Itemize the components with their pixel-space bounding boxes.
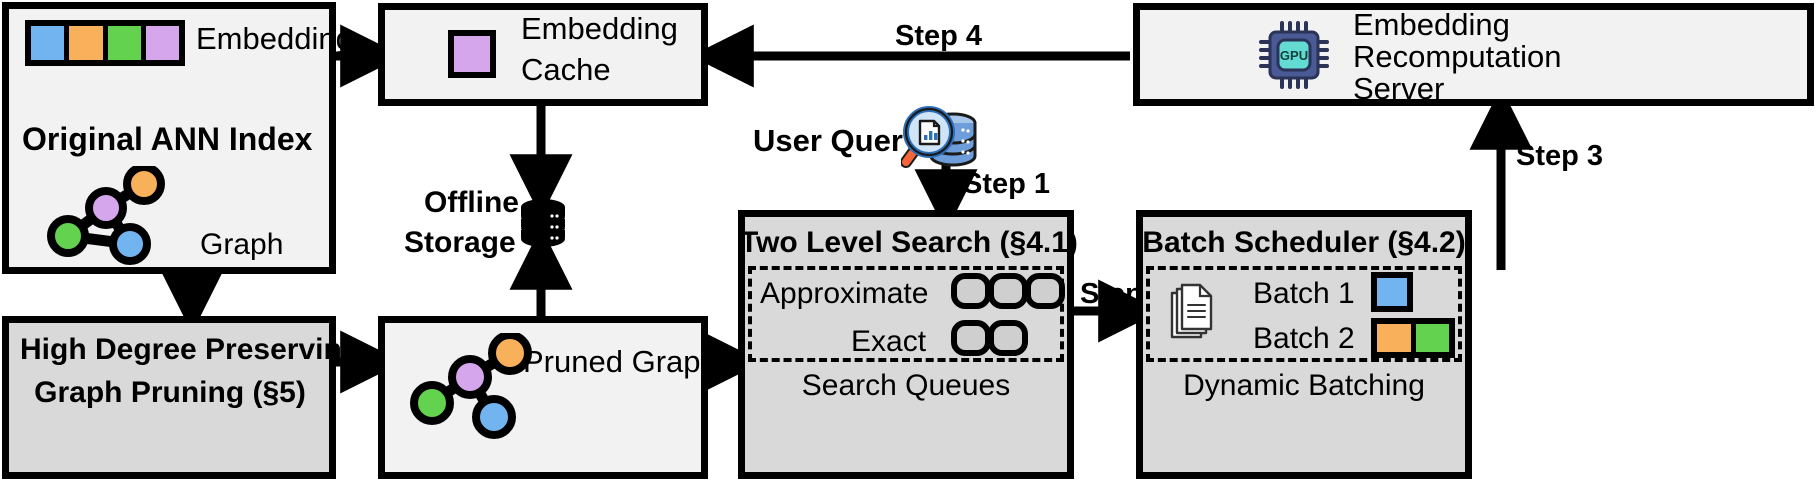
batch-scheduler-box: [1136, 210, 1472, 479]
database-icon: [521, 199, 565, 247]
embedding-swatch-green: [107, 26, 146, 60]
exact-queue-block-2[interactable]: [988, 320, 1028, 356]
batch-2-swatch-green: [1415, 324, 1449, 352]
batch-1-label: Batch 1: [1253, 277, 1355, 310]
step-1-label: Step 1: [963, 168, 1051, 200]
graph-pruning-line-1: High Degree Preserving: [20, 333, 361, 366]
embedding-swatch-orange: [69, 26, 108, 60]
embedding-swatch-purple: [145, 26, 179, 60]
batch-1-swatch-blue: [1371, 272, 1413, 312]
embedding-cache-line-1: Embedding: [521, 11, 678, 46]
graph-pruning-box: [2, 316, 336, 479]
batch-2-label: Batch 2: [1253, 322, 1355, 355]
step-4-label: Step 4: [895, 20, 983, 52]
offline-storage-line-1: Offline: [424, 186, 519, 219]
embedding-cache-line-2: Cache: [521, 52, 611, 87]
approximate-queue-block-2[interactable]: [988, 273, 1028, 309]
exact-row-label: Exact: [851, 325, 927, 358]
search-queues-dashed-container: [748, 266, 1064, 362]
embedding-swatch-strip: [25, 20, 185, 66]
batch-scheduler-title: Batch Scheduler (§4.2): [1142, 226, 1466, 259]
recomputation-server-line-3: Server: [1353, 71, 1445, 106]
embedding-cache-swatch-icon: [448, 30, 496, 78]
offline-storage-line-2: Storage: [404, 226, 516, 259]
dynamic-batching-footer: Dynamic Batching: [1183, 369, 1425, 402]
recomputation-server-line-1: Embedding: [1353, 7, 1510, 42]
ann-index-graph-icon: [47, 166, 165, 265]
dynamic-batching-dashed-container: [1146, 266, 1462, 362]
batch-2-swatch-orange: [1377, 324, 1416, 352]
embedding-label: Embedding: [196, 21, 353, 56]
approximate-row-label: Approximate: [760, 277, 929, 310]
recomputation-server-line-2: Recomputation: [1353, 39, 1562, 74]
step-3-label: Step 3: [1516, 140, 1604, 172]
documents-icon: [1170, 283, 1213, 339]
pruned-graph-icon: [410, 333, 532, 439]
search-queues-footer: Search Queues: [801, 369, 1011, 402]
embedding-swatch-blue: [31, 26, 70, 60]
original-ann-index-title: Original ANN Index: [22, 121, 313, 157]
recomputation-server-box: [1133, 3, 1814, 106]
approximate-queue-block-1[interactable]: [951, 273, 991, 309]
graph-label: Graph: [200, 228, 284, 261]
gpu-chip-icon: GPU: [1259, 21, 1329, 89]
exact-queue-block-1[interactable]: [951, 320, 991, 356]
batch-2-swatch-group: [1371, 318, 1455, 358]
user-query-label: User Query: [753, 123, 921, 158]
two-level-search-title: Two Level Search (§4.1): [740, 226, 1078, 259]
graph-pruning-line-2: Graph Pruning (§5): [34, 376, 306, 409]
query-search-database-icon: [901, 106, 977, 168]
approximate-queue-block-3[interactable]: [1025, 273, 1065, 309]
embedding-cache-box: [378, 3, 708, 106]
svg-text:GPU: GPU: [1280, 48, 1308, 63]
pruned-graph-label: Pruned Graph: [523, 344, 718, 379]
